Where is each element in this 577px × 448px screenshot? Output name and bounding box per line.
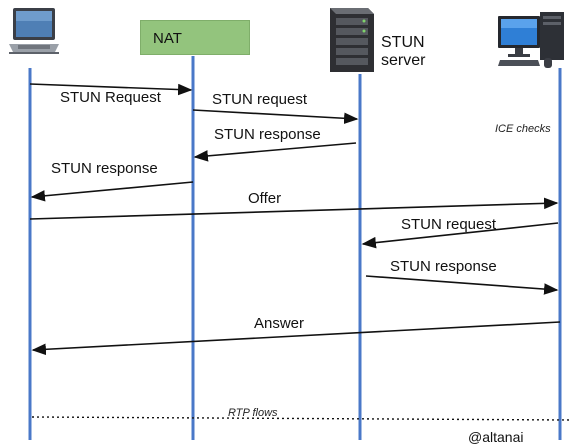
- stun-server-label-line1: STUN: [381, 34, 425, 51]
- arrow-answer: [31, 321, 561, 356]
- message-label-stun-request-1: STUN Request: [60, 89, 161, 106]
- arrow-stun-response-1: [193, 142, 357, 162]
- message-label-stun-response-3: STUN response: [390, 258, 497, 275]
- message-label-stun-request-3: STUN request: [401, 216, 497, 233]
- ice-checks-note: ICE checks: [495, 123, 551, 135]
- message-label-stun-response-2: STUN response: [51, 160, 158, 177]
- nat-label: NAT: [153, 30, 182, 47]
- desktop-computer-icon: [494, 10, 572, 70]
- nat-box: NAT: [140, 20, 250, 55]
- arrow-stun-request-1: [29, 83, 193, 96]
- arrow-offer: [29, 197, 559, 220]
- arrow-stun-request-3: [361, 222, 559, 249]
- message-label-stun-response-1: STUN response: [214, 126, 321, 143]
- message-label-offer: Offer: [248, 190, 282, 207]
- stun-server-label-line2: server: [381, 52, 426, 69]
- laptop-icon: [8, 4, 60, 64]
- server-tower-icon: [322, 4, 378, 74]
- rtp-flows-note: RTP flows: [228, 407, 278, 419]
- arrow-stun-response-3: [365, 275, 559, 295]
- author-credit: @altanai: [468, 429, 524, 445]
- message-label-stun-request-2: STUN request: [212, 91, 308, 108]
- message-label-answer: Answer: [254, 315, 305, 332]
- rtp-flow-line: [31, 416, 571, 421]
- arrow-stun-response-2: [30, 181, 194, 202]
- arrow-stun-request-2: [192, 109, 359, 125]
